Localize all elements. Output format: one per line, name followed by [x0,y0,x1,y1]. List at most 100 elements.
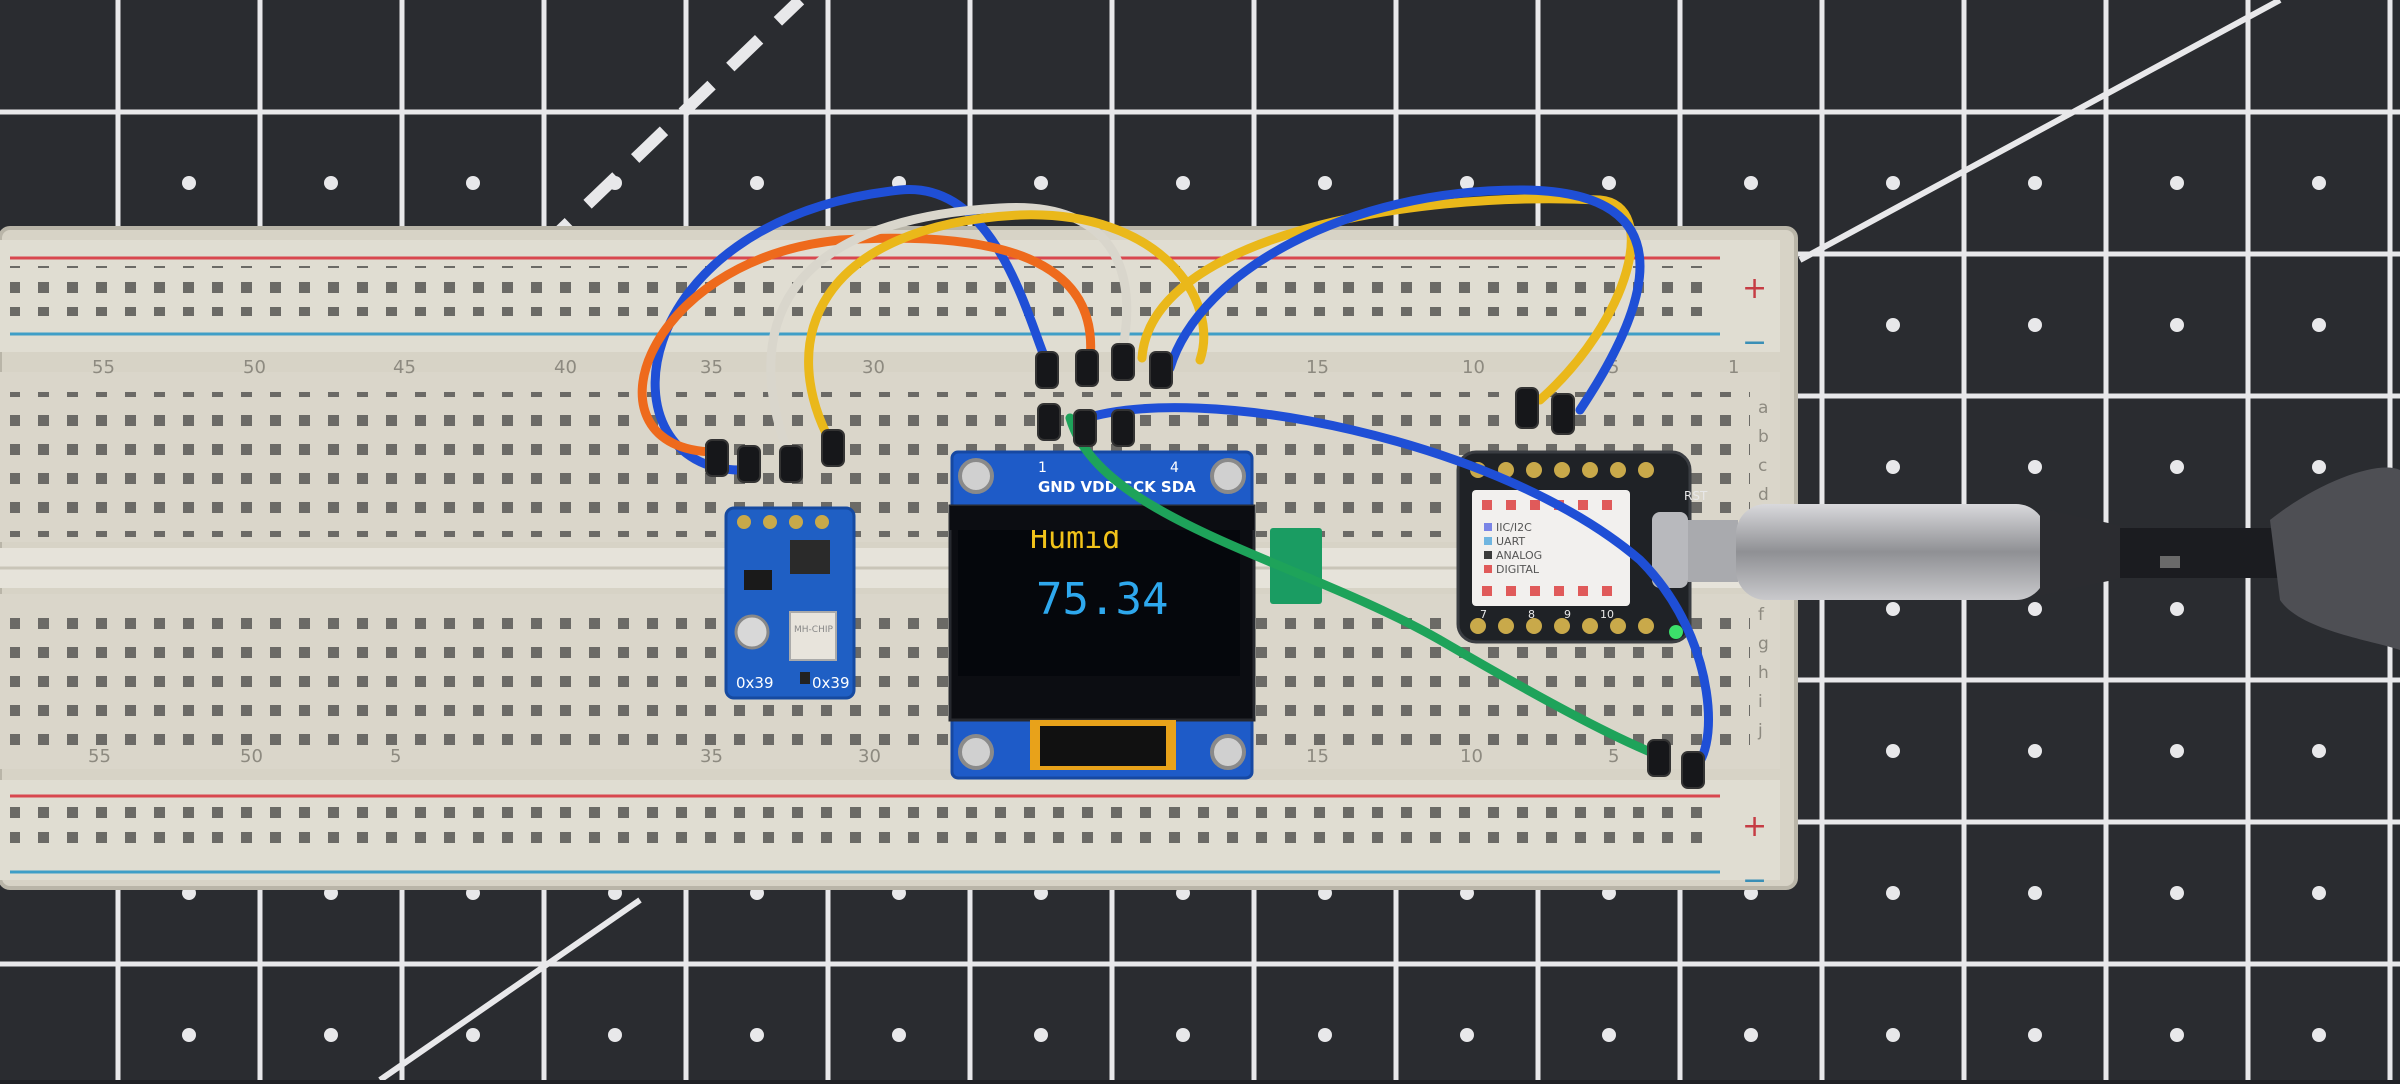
mat-grid-dot [1886,744,1900,758]
row-number: 45 [393,357,416,378]
oled-module: GND VDD SCK SDA 1 4 Humid 75.34 [948,450,1256,780]
mat-grid-dot [750,176,764,190]
mcu-pin-number: 9 [1564,608,1571,621]
row-letter: g [1758,634,1769,654]
mat-grid-dot [2170,886,2184,900]
mounting-hole [958,734,994,770]
mounting-hole [734,614,770,650]
mat-grid-dot [2170,176,2184,190]
mat-grid-dot [1176,176,1190,190]
mat-grid-dot [1034,176,1048,190]
mat-grid-dot [1602,176,1616,190]
mat-grid-dot [608,1028,622,1042]
mat-diagonal-line [1798,0,2282,263]
mat-diagonal-line [378,897,642,1083]
mat-grid-dot [2028,176,2042,190]
mcu-pin-number: 8 [1528,608,1535,621]
row-number: 50 [240,746,263,767]
mat-grid-dot [1744,1028,1758,1042]
mcu-pin-number: 7 [1480,608,1487,621]
row-letter: b [1758,427,1769,447]
row-number: 5 [1608,357,1619,378]
oled-pin-number-right: 4 [1170,460,1179,476]
mat-grid-dot [2312,1028,2326,1042]
wire-yellow [804,210,1209,457]
legend-item: UART [1496,535,1525,548]
jumper-wires [637,185,1713,775]
usb-plug [1736,504,2046,600]
mcu-module: IIC/I2C UART ANALOG DIGITAL 7 8 9 10 RST [1456,450,1708,644]
mat-grid-dot [2312,318,2326,332]
mat-grid-dot [1744,176,1758,190]
mat-grid-dot [2170,602,2184,616]
mat-grid-dot [1460,1028,1474,1042]
row-letter: h [1758,663,1769,683]
row-letter: f [1758,605,1765,625]
rail-plus-label: + [1742,271,1767,306]
jumper-pins [705,343,1705,789]
mat-grid-dot [2312,744,2326,758]
mat-grid-dot [2028,602,2042,616]
row-letter: d [1758,485,1769,505]
rail-minus-label: − [1742,863,1767,898]
row-letter: c [1758,456,1767,476]
mat-grid-dot [2312,460,2326,474]
wire-orange [637,233,1096,457]
row-letter: j [1757,721,1763,741]
mcu-pin-number: 10 [1600,608,1614,621]
mat-grid-dot [324,176,338,190]
row-number: 50 [243,357,266,378]
legend-swatch [1484,537,1492,545]
row-number: 15 [1306,357,1329,378]
mat-grid-dot [2170,744,2184,758]
mat-grid-dot [2028,744,2042,758]
row-number: 40 [554,357,577,378]
row-number: 35 [700,746,723,767]
velcro-strap [2270,467,2400,650]
mat-grid-dot [1886,602,1900,616]
mat-grid-dot [750,1028,764,1042]
mat-grid-dot [1602,1028,1616,1042]
mat-grid-dot [1886,318,1900,332]
mat-grid-dot [1460,176,1474,190]
row-number: 35 [700,357,723,378]
legend-swatch [1484,551,1492,559]
display-value: 75.34 [1036,574,1168,625]
legend-item: IIC/I2C [1496,521,1532,534]
legend-item: ANALOG [1496,549,1542,562]
chip [790,540,830,574]
address-label-left: 0x39 [736,674,774,692]
mat-grid-dot [324,1028,338,1042]
usb-cable [1688,467,2400,650]
mat-grid-dot [1318,1028,1332,1042]
mat-grid-dot [182,1028,196,1042]
row-number: 15 [1306,746,1329,767]
row-number: 30 [858,746,881,767]
mat-diagonal-line [535,0,805,255]
mounting-hole [1210,734,1246,770]
wire-blue [1075,403,1713,775]
row-number: 10 [1460,746,1483,767]
mat-grid-dot [1886,460,1900,474]
green-label-tag [1270,528,1322,604]
row-number: 55 [92,357,115,378]
row-number: 30 [862,357,885,378]
mounting-hole [1210,458,1246,494]
row-number: 5 [390,746,401,767]
mat-grid-dot [466,176,480,190]
mat-grid-dot [1886,1028,1900,1042]
legend-item: DIGITAL [1496,563,1540,576]
mat-grid-dot [2312,176,2326,190]
mat-grid-dot [2028,460,2042,474]
address-label-right: 0x39 [812,674,850,692]
row-number: 1 [1728,357,1739,378]
mat-grid-dot [2170,460,2184,474]
mat-grid-dot [2028,1028,2042,1042]
mat-grid-dot [2028,886,2042,900]
mat-grid-dot [2170,1028,2184,1042]
legend-swatch [1484,523,1492,531]
row-number: 5 [1608,746,1619,767]
wire-yellow [1137,194,1636,405]
